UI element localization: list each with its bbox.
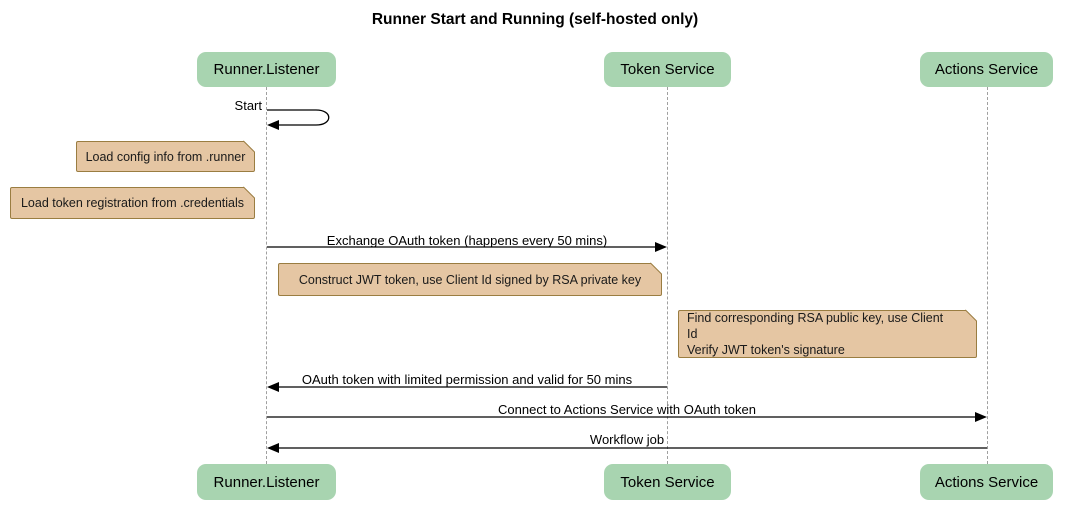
note-text: Load token registration from .credential… (20, 196, 245, 210)
lifeline-token-service (667, 87, 668, 464)
actor-actions-service-bottom: Actions Service (920, 464, 1053, 500)
actor-token-service-top: Token Service (604, 52, 731, 87)
actor-token-service-bottom: Token Service (604, 464, 731, 500)
note-load-token-registration: Load token registration from .credential… (10, 187, 255, 219)
actor-label: Token Service (620, 473, 715, 491)
note-load-config: Load config info from .runner (76, 141, 255, 172)
note-construct-jwt-token: Construct JWT token, use Client Id signe… (278, 263, 662, 296)
lifeline-actions-service (987, 87, 988, 464)
message-label-oauth-token-return: OAuth token with limited permission and … (301, 372, 633, 387)
message-label-workflow-job: Workflow job (589, 432, 665, 447)
message-label-connect-actions-service: Connect to Actions Service with OAuth to… (498, 402, 756, 417)
note-text: Load config info from .runner (85, 149, 246, 164)
message-label-exchange-oauth-token: Exchange OAuth token (happens every 50 m… (326, 233, 608, 248)
actor-label: Runner.Listener (213, 473, 320, 491)
actor-label: Runner.Listener (213, 61, 320, 78)
diagram-title: Runner Start and Running (self-hosted on… (371, 11, 699, 28)
actor-label: Actions Service (934, 61, 1039, 78)
note-text-line-2: Verify JWT token's signature (687, 343, 845, 357)
actor-label: Actions Service (934, 473, 1039, 491)
actor-runner-listener-top: Runner.Listener (197, 52, 336, 87)
note-verify-jwt-token: Find corresponding RSA public key, use C… (678, 310, 977, 358)
message-arrow-start-self (267, 109, 330, 130)
lifeline-runner-listener (266, 87, 267, 464)
actor-label: Token Service (620, 61, 715, 78)
note-text: Construct JWT token, use Client Id signe… (298, 272, 642, 287)
actor-runner-listener-bottom: Runner.Listener (197, 464, 336, 500)
actor-actions-service-top: Actions Service (920, 52, 1053, 87)
message-label-start: Start (234, 98, 262, 113)
note-text-line-1: Find corresponding RSA public key, use C… (687, 311, 944, 341)
